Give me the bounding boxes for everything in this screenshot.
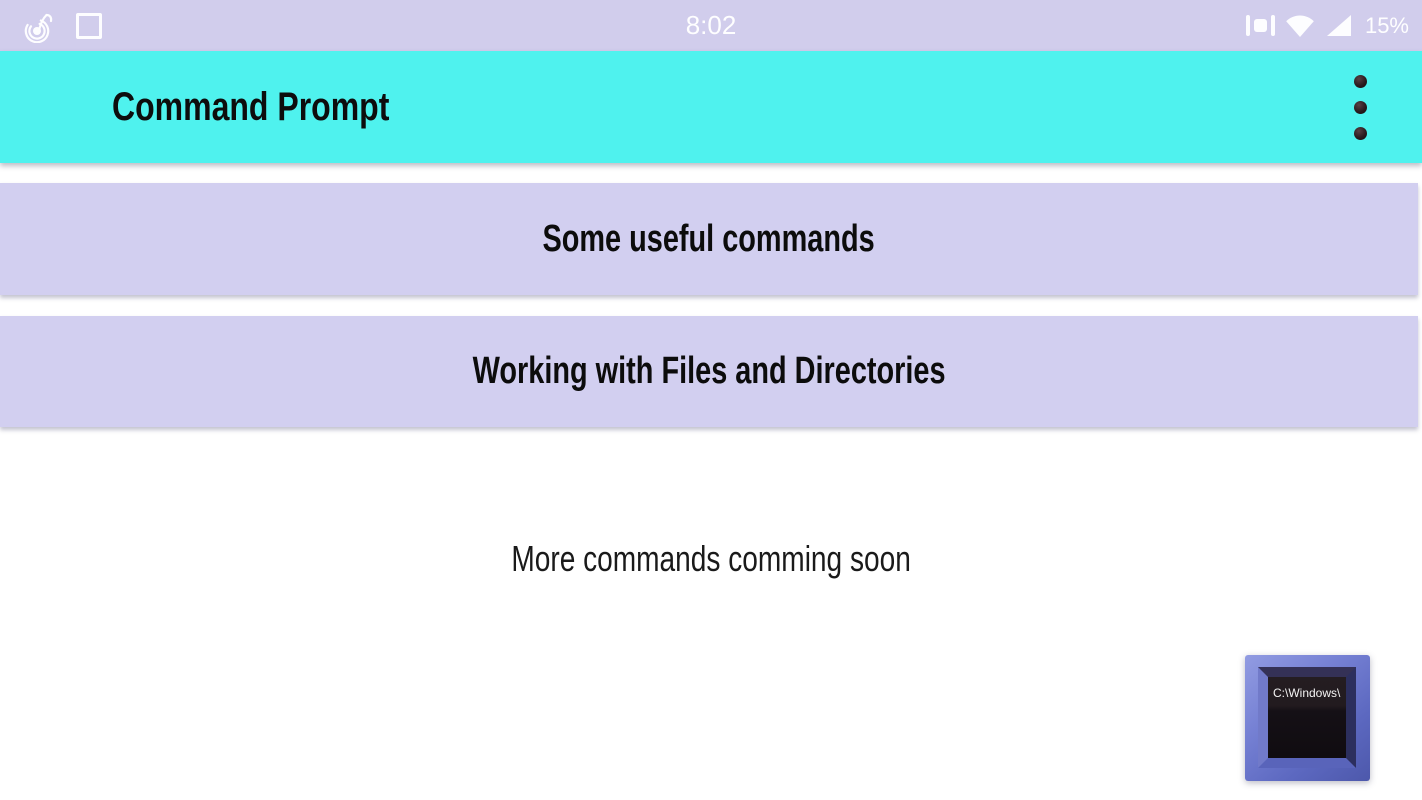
- status-bar-right-icons: 15%: [1245, 0, 1409, 51]
- overflow-dot: [1353, 74, 1367, 88]
- menu-list: Some useful commands Working with Files …: [0, 183, 1422, 580]
- logo-screen-text: C:\Windows\: [1273, 686, 1341, 700]
- square-outline-icon: [76, 12, 102, 39]
- app-title: Command Prompt: [112, 84, 390, 129]
- overflow-menu-icon[interactable]: [1340, 51, 1380, 163]
- coming-soon-note: More commands comming soon: [0, 538, 1422, 580]
- menu-item-label: Some useful commands: [542, 217, 876, 260]
- status-bar: 8:02 15%: [0, 0, 1422, 51]
- music-note-icon: [23, 9, 55, 43]
- battery-percent: 15%: [1364, 12, 1409, 38]
- wifi-icon: [1284, 12, 1316, 39]
- coming-soon-text: More commands comming soon: [511, 538, 911, 579]
- status-bar-left-icons: [23, 0, 102, 51]
- app-bar: Command Prompt: [0, 51, 1422, 163]
- overflow-dot: [1353, 126, 1367, 140]
- menu-item-useful-commands[interactable]: Some useful commands: [0, 183, 1418, 295]
- vibrate-icon: [1245, 15, 1275, 36]
- logo-screen: C:\Windows\: [1258, 667, 1356, 768]
- menu-item-files-directories[interactable]: Working with Files and Directories: [0, 316, 1418, 427]
- status-time: 8:02: [685, 10, 737, 40]
- mobile-signal-icon: [1325, 13, 1353, 38]
- menu-item-label: Working with Files and Directories: [472, 350, 946, 392]
- command-prompt-logo: C:\Windows\: [1245, 655, 1370, 781]
- overflow-dot: [1353, 100, 1367, 114]
